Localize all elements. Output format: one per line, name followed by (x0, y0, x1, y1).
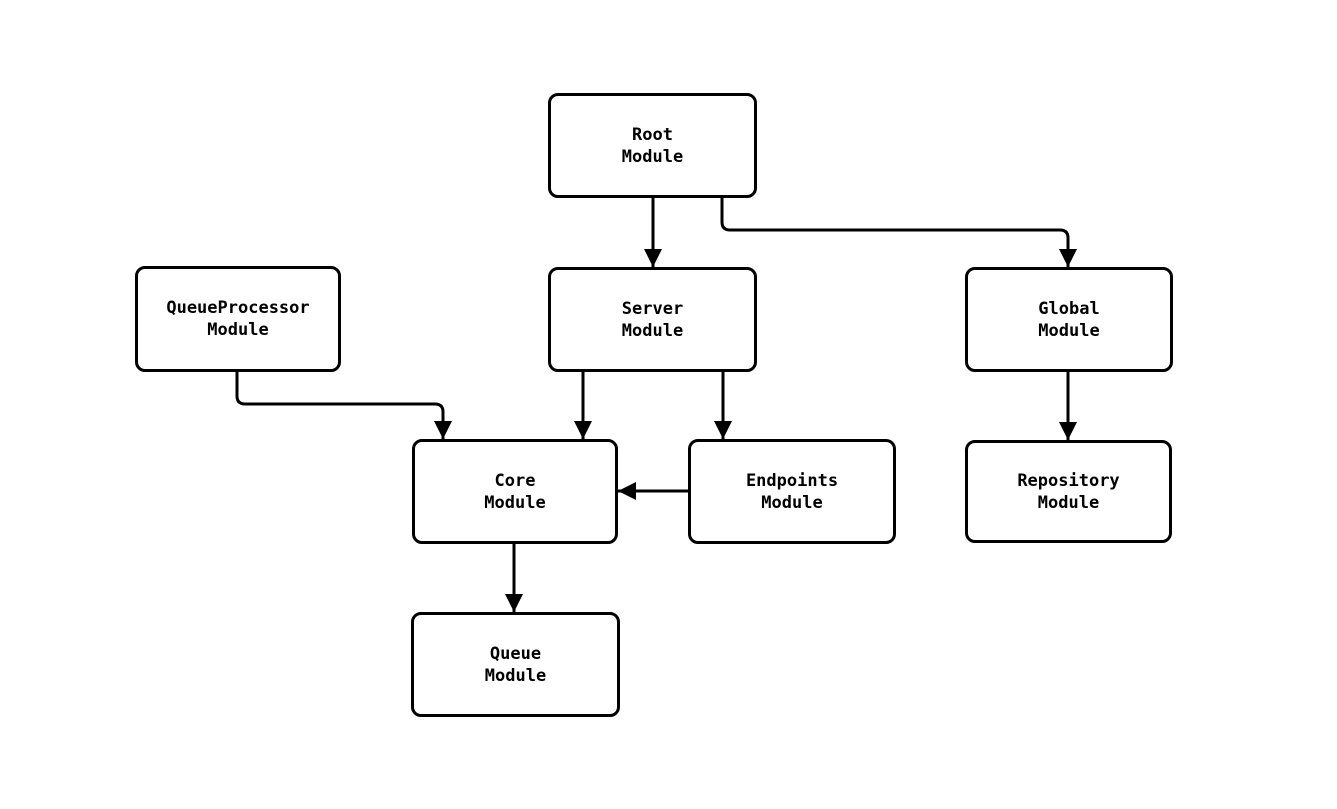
node-label-line: Core (494, 470, 536, 491)
node-label-line: Repository (1017, 470, 1120, 491)
node-label-line: Server (621, 298, 684, 319)
edge-root-to-global (720, 198, 1077, 267)
node-label-line: Endpoints (745, 470, 839, 491)
node-label-line: Module (761, 492, 823, 513)
node-label-line: Module (207, 320, 269, 340)
node-label-line: Root (632, 124, 673, 145)
node-label-line: QueueProcessor (166, 298, 310, 318)
edge-queueprocessor-to-core (235, 372, 452, 439)
node-label-line: Module (484, 492, 546, 513)
node-label-line: Global (1038, 298, 1100, 319)
node-label-line: Module (484, 665, 547, 686)
node-label-line: Module (1037, 492, 1100, 513)
node-label-line: Module (1038, 320, 1100, 341)
node-label-line: Module (621, 320, 684, 341)
node-label-line: Module (621, 146, 684, 167)
node-label-line: Queue (489, 643, 542, 664)
